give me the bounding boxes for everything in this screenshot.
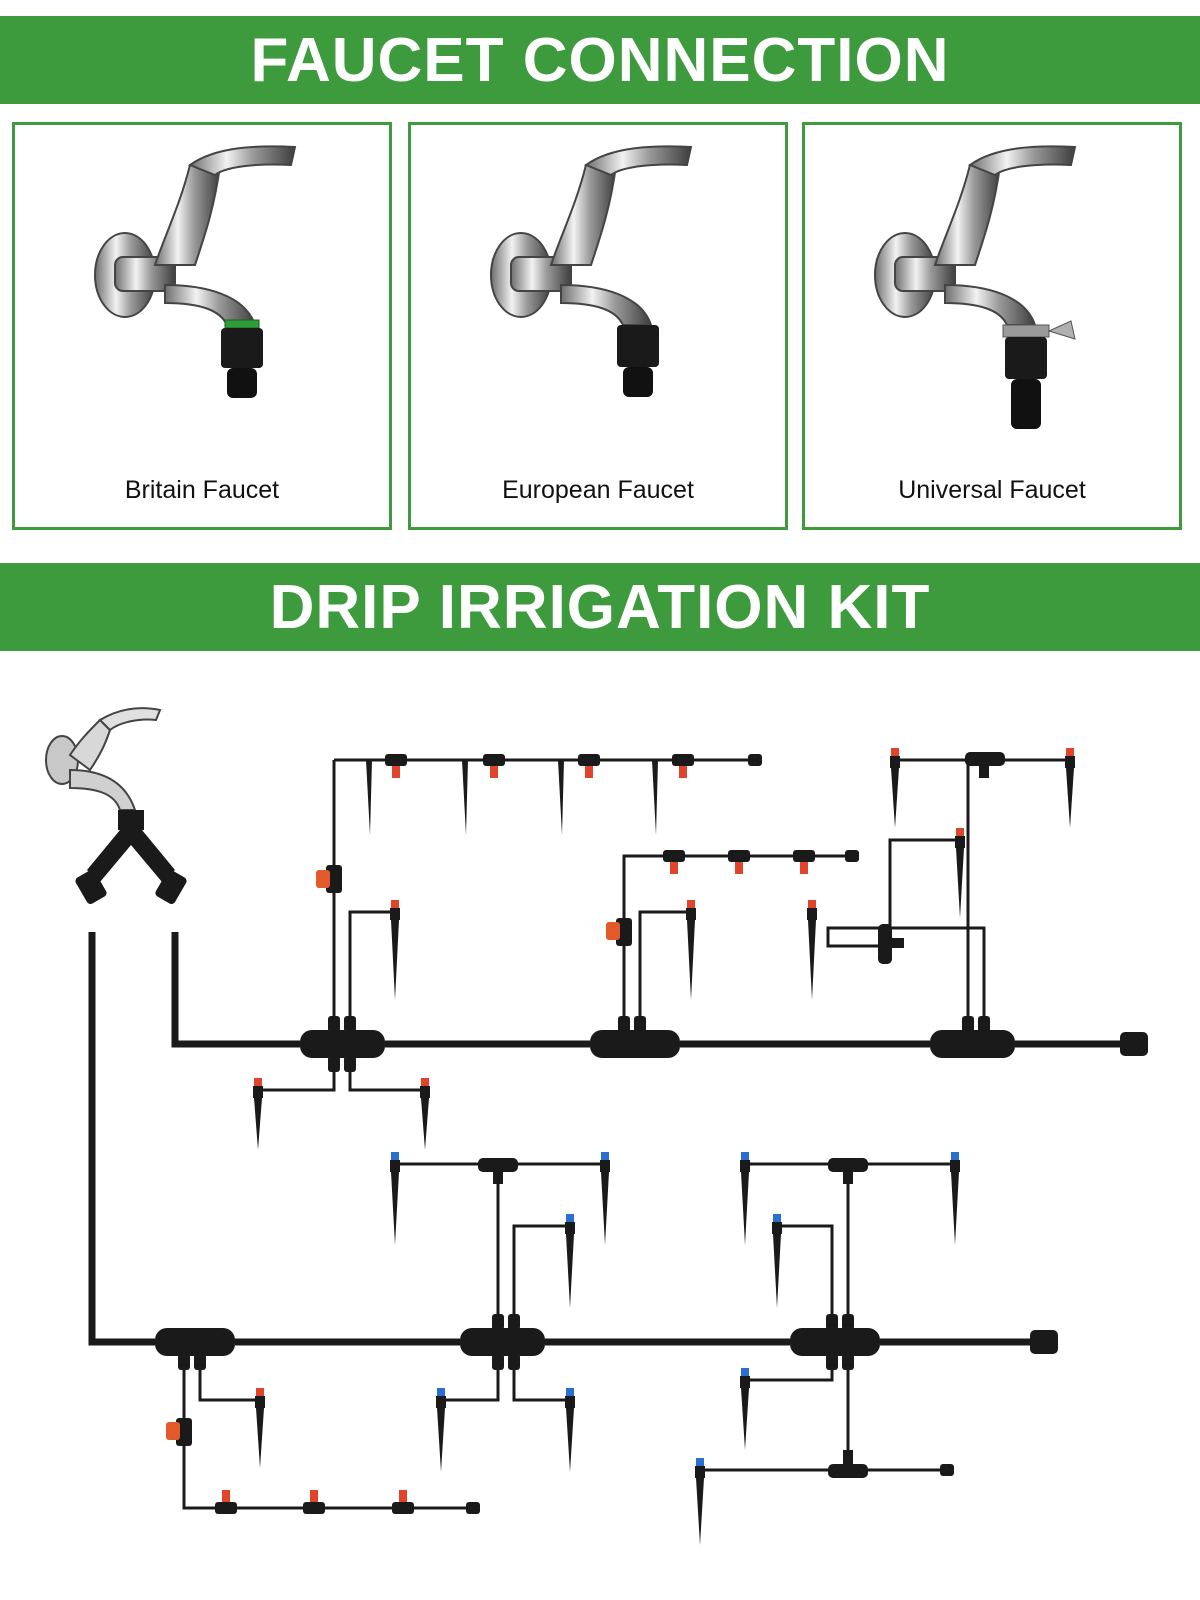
stake-dripper-red	[253, 1078, 263, 1150]
micro-tube	[826, 926, 885, 948]
inline-dripper	[303, 1490, 325, 1514]
tee-connector	[300, 1016, 385, 1072]
tee-connector	[965, 752, 1005, 778]
micro-tube	[348, 910, 395, 1030]
faucet-label: Britain Faucet	[124, 476, 280, 504]
inline-dripper	[392, 1490, 414, 1514]
faucet-icon	[45, 707, 162, 830]
tee-connector	[155, 1328, 235, 1370]
stake-dripper-red	[955, 828, 965, 918]
stake-dripper-blue	[740, 1368, 750, 1450]
tee-connector	[878, 924, 904, 964]
stake-dripper-red	[1065, 748, 1075, 828]
end-plug	[748, 754, 762, 766]
stake-dripper-red	[558, 760, 564, 835]
inline-dripper	[793, 850, 815, 874]
stake-dripper-red	[366, 760, 372, 835]
stake-dripper-blue	[950, 1152, 960, 1245]
inline-dripper	[483, 754, 505, 778]
y-splitter	[75, 830, 187, 905]
micro-tube	[512, 1224, 565, 1328]
micro-tube	[332, 758, 760, 1030]
micro-tube	[440, 1358, 565, 1402]
main-tube	[88, 932, 155, 1346]
end-plug	[466, 1502, 480, 1514]
stake-dripper-red	[807, 900, 817, 1000]
irrigation-diagram	[45, 707, 1148, 1545]
stake-dripper-blue	[565, 1388, 575, 1472]
end-plug	[845, 850, 859, 862]
inline-dripper	[663, 850, 685, 874]
stake-dripper-red	[652, 760, 658, 835]
faucet-card-universal: Universal Faucet	[802, 122, 1182, 530]
main-tube	[171, 932, 300, 1048]
tee-connector	[828, 1158, 868, 1184]
micro-tube	[780, 1224, 834, 1328]
inline-dripper	[728, 850, 750, 874]
stake-dripper-red	[890, 748, 900, 828]
inline-dripper	[385, 754, 407, 778]
faucet-card-britain: Britain Faucet	[12, 122, 392, 530]
stake-dripper-red	[255, 1388, 265, 1468]
micro-tube	[745, 1358, 834, 1382]
end-plug	[1030, 1330, 1058, 1354]
faucet-card-european: European Faucet	[408, 122, 788, 530]
stake-dripper-red	[390, 900, 400, 1000]
stake-dripper-blue	[740, 1152, 750, 1245]
tee-connector	[828, 1450, 868, 1478]
faucet-label: European Faucet	[502, 476, 694, 504]
faucet-label: Universal Faucet	[898, 476, 1086, 504]
tee-connector	[790, 1314, 880, 1370]
stake-dripper-red	[420, 1078, 430, 1150]
micro-tube	[638, 910, 690, 1030]
micro-tube	[182, 1358, 470, 1510]
valve	[166, 1418, 192, 1446]
stake-dripper-blue	[565, 1214, 575, 1308]
end-plug	[1120, 1032, 1148, 1056]
tee-connector	[930, 1016, 1015, 1058]
stake-dripper-red	[462, 760, 468, 835]
drip-irrigation-kit-banner: DRIP IRRIGATION KIT	[0, 563, 1200, 651]
micro-tube	[888, 838, 986, 1030]
micro-tube	[622, 854, 850, 1030]
tee-connector	[478, 1158, 518, 1184]
stake-dripper-blue	[436, 1388, 446, 1472]
stake-dripper-blue	[390, 1152, 400, 1245]
faucet-icon	[874, 145, 1077, 429]
faucet-connection-banner: FAUCET CONNECTION	[0, 16, 1200, 104]
end-plug	[940, 1464, 954, 1476]
stake-dripper-red	[686, 900, 696, 1000]
faucet-icon	[490, 145, 693, 397]
micro-tube	[258, 1060, 425, 1092]
stake-dripper-blue	[772, 1214, 782, 1308]
faucet-icon	[94, 145, 297, 398]
inline-dripper	[215, 1490, 237, 1514]
inline-dripper	[578, 754, 600, 778]
tee-connector	[460, 1314, 545, 1370]
micro-tube	[198, 1358, 255, 1402]
valve	[316, 865, 342, 893]
tee-connector	[590, 1016, 680, 1058]
stake-dripper-blue	[695, 1458, 705, 1545]
valve	[606, 918, 632, 946]
inline-dripper	[672, 754, 694, 778]
micro-tube	[700, 1358, 950, 1472]
stake-dripper-blue	[600, 1152, 610, 1245]
